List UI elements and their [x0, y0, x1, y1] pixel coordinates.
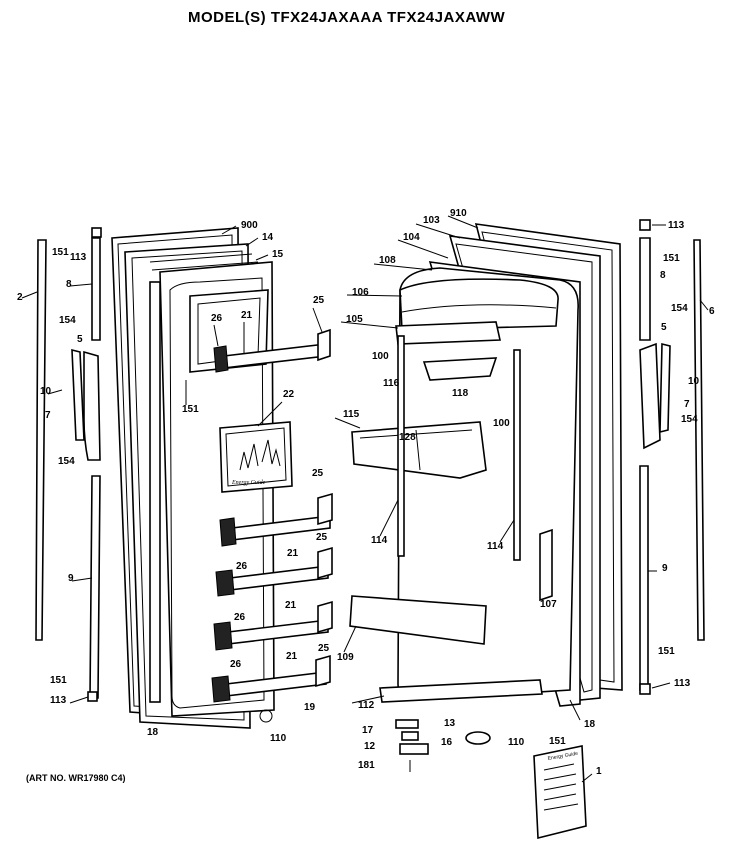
part-label-26a: 26 [211, 313, 223, 324]
part-label-16: 16 [441, 737, 453, 748]
part-label-9a: 9 [68, 573, 74, 584]
part-label-116: 116 [383, 378, 400, 389]
part-label-10a: 10 [40, 386, 52, 397]
part-label-151a: 151 [182, 404, 199, 415]
part-label-10b: 10 [688, 376, 700, 387]
part-label-151b: 151 [52, 247, 69, 258]
energy-card-text: Energy Guide [547, 751, 578, 762]
part-label-2: 2 [17, 292, 23, 303]
part-label-105: 105 [346, 314, 363, 325]
part-label-100b: 100 [493, 418, 510, 429]
part-label-103: 103 [423, 215, 440, 226]
part-label-104: 104 [403, 232, 420, 243]
part-label-910: 910 [450, 208, 467, 219]
part-label-109: 109 [337, 652, 354, 663]
part-label-112: 112 [358, 700, 375, 711]
diagram-title: MODEL(S) TFX24JAXAAA TFX24JAXAWW [188, 9, 506, 26]
part-label-181: 181 [358, 760, 375, 771]
part-label-17: 17 [362, 725, 374, 736]
part-label-113b: 113 [50, 695, 67, 706]
part-label-110b: 110 [508, 737, 525, 748]
part-label-5a: 5 [77, 334, 83, 345]
part-label-26b: 26 [236, 561, 248, 572]
part-label-114b: 114 [487, 541, 504, 552]
part-label-12: 12 [364, 741, 376, 752]
trim-2 [35, 239, 47, 641]
part-label-114a: 114 [371, 535, 388, 546]
part-label-8a: 8 [66, 279, 72, 290]
part-label-100a: 100 [372, 351, 389, 362]
freezer-door-assembly [35, 227, 333, 729]
part-label-26c: 26 [234, 612, 246, 623]
part-label-106: 106 [352, 287, 369, 298]
part-label-128: 128 [399, 432, 416, 443]
part-label-7b: 7 [684, 399, 690, 410]
part-label-151c: 151 [50, 675, 67, 686]
part-label-110a: 110 [270, 733, 287, 744]
part-label-14: 14 [262, 232, 274, 243]
part-label-15: 15 [272, 249, 284, 260]
part-label-9b: 9 [662, 563, 668, 574]
fresh-food-door-assembly [349, 219, 705, 840]
part-label-21c: 21 [285, 600, 297, 611]
part-label-151e: 151 [663, 253, 680, 264]
part-label-18b: 18 [584, 719, 596, 730]
part-label-6: 6 [709, 306, 715, 317]
part-label-8b: 8 [660, 270, 666, 281]
door-shelves [211, 328, 333, 703]
part-label-154a: 154 [59, 315, 76, 326]
part-label-7a: 7 [45, 410, 51, 421]
part-label-25b: 25 [312, 468, 324, 479]
part-label-18a: 18 [147, 727, 159, 738]
part-label-154b: 154 [58, 456, 75, 467]
part-label-108: 108 [379, 255, 396, 266]
part-label-5b: 5 [661, 322, 667, 333]
art-number: (ART NO. WR17980 C4) [26, 773, 126, 783]
part-label-21a: 21 [241, 310, 253, 321]
part-label-151d: 151 [549, 736, 566, 747]
part-label-151f: 151 [658, 646, 675, 657]
part-label-113a: 113 [70, 252, 87, 263]
part-label-1: 1 [596, 766, 602, 777]
part-label-900: 900 [241, 220, 258, 231]
part-label-21d: 21 [286, 651, 298, 662]
part-label-25a: 25 [313, 295, 325, 306]
part-label-115: 115 [343, 409, 360, 420]
part-label-113c: 113 [668, 220, 685, 231]
part-label-25d: 25 [318, 643, 330, 654]
part-label-22: 22 [283, 389, 295, 400]
part-label-25c: 25 [316, 532, 328, 543]
part-label-154d: 154 [681, 414, 698, 425]
part-label-107: 107 [540, 599, 557, 610]
part-label-154c: 154 [671, 303, 688, 314]
part-label-21b: 21 [287, 548, 299, 559]
part-label-113d: 113 [674, 678, 691, 689]
part-label-118: 118 [452, 388, 469, 399]
trim-6 [693, 239, 705, 641]
part-label-19: 19 [304, 702, 316, 713]
leader-lines [21, 215, 709, 783]
dispenser-text: Energy Guide [231, 480, 266, 486]
part-label-26d: 26 [230, 659, 242, 670]
part-label-13: 13 [444, 718, 456, 729]
